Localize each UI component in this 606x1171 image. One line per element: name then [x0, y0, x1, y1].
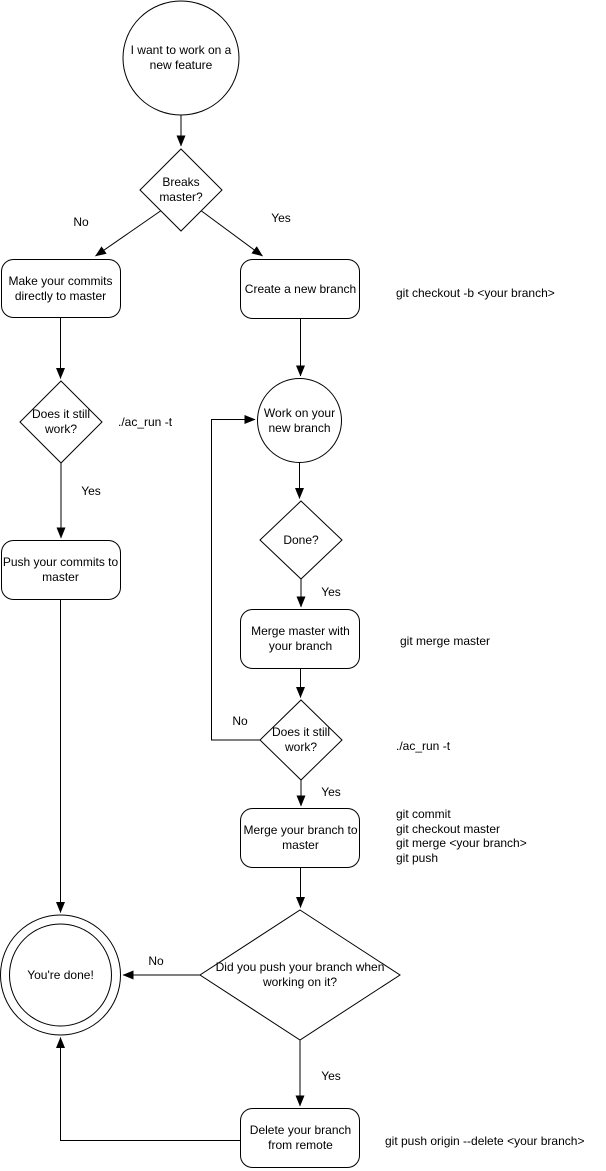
still-work-right-command: ./ac_run -t: [396, 739, 451, 753]
merge-master-box-shape: [240, 609, 360, 669]
push-commits-box-shape: [1, 540, 121, 600]
create-branch-box-shape: [240, 259, 360, 319]
edge-breaks-no-to-make-commits: [95, 210, 161, 257]
did-you-push-decision-label: Did you push your branch when working on…: [215, 960, 385, 989]
merge-branch-box-shape: [240, 808, 360, 868]
still-work-left-decision-label: Does it still work?: [31, 407, 90, 436]
done-yes-label: Yes: [321, 585, 341, 599]
breaks-master-decision-shape: [139, 148, 223, 232]
delete-branch-command: git push origin --delete <your branch>: [385, 1134, 585, 1148]
push-commits-box-label: Push your commits to master: [2, 555, 119, 584]
still-work-right-yes-label: Yes: [321, 785, 341, 799]
delete-branch-box-label: Delete your branch from remote: [249, 1123, 352, 1152]
still-work-right-decision-label: Does it still work?: [271, 725, 330, 754]
merge-branch-command-line-3: git merge <your branch>: [396, 836, 527, 851]
start-node-label: I want to work on a new feature: [130, 43, 232, 72]
merge-branch-command-block: git commit git checkout master git merge…: [396, 807, 527, 865]
edge-still-work-right-no-loop-to-work-branch: [211, 415, 260, 741]
make-commits-box-label: Make your commits directly to master: [8, 273, 113, 303]
did-you-push-no-label: No: [148, 954, 164, 968]
breaks-master-yes-label: Yes: [271, 211, 291, 225]
edge-delete-branch-to-youre-done: [56, 1037, 240, 1141]
done-decision-label: Done?: [283, 532, 319, 547]
merge-master-box-label: Merge master with your branch: [251, 624, 350, 653]
create-branch-box-label: Create a new branch: [244, 281, 357, 296]
breaks-master-decision-label: Breaks master?: [159, 175, 203, 204]
youre-done-label: You're done!: [27, 967, 94, 982]
still-work-left-yes-label: Yes: [81, 484, 101, 498]
did-you-push-yes-label: Yes: [321, 1069, 341, 1083]
start-node-shape: [122, 0, 240, 116]
merge-branch-command-line-4: git push: [396, 850, 439, 865]
still-work-right-no-label: No: [232, 714, 248, 728]
make-commits-box-shape: [1, 259, 121, 318]
delete-branch-box-shape: [240, 1108, 360, 1168]
youre-done-inner-circle-shape: [9, 923, 112, 1027]
merge-branch-box-label: Merge your branch to master: [243, 823, 358, 852]
merge-branch-command-line-1: git commit: [396, 807, 451, 821]
merge-master-command: git merge master: [400, 634, 491, 648]
work-branch-circle-label: Work on your new branch: [263, 405, 336, 435]
merge-branch-command-line-2: git checkout master: [396, 821, 501, 836]
work-branch-circle-shape: [257, 378, 342, 463]
edge-breaks-yes-to-create-branch: [201, 210, 263, 257]
breaks-master-no-label: No: [73, 215, 89, 229]
still-work-left-command: ./ac_run -t: [118, 415, 173, 429]
create-branch-command: git checkout -b <your branch>: [396, 286, 555, 300]
